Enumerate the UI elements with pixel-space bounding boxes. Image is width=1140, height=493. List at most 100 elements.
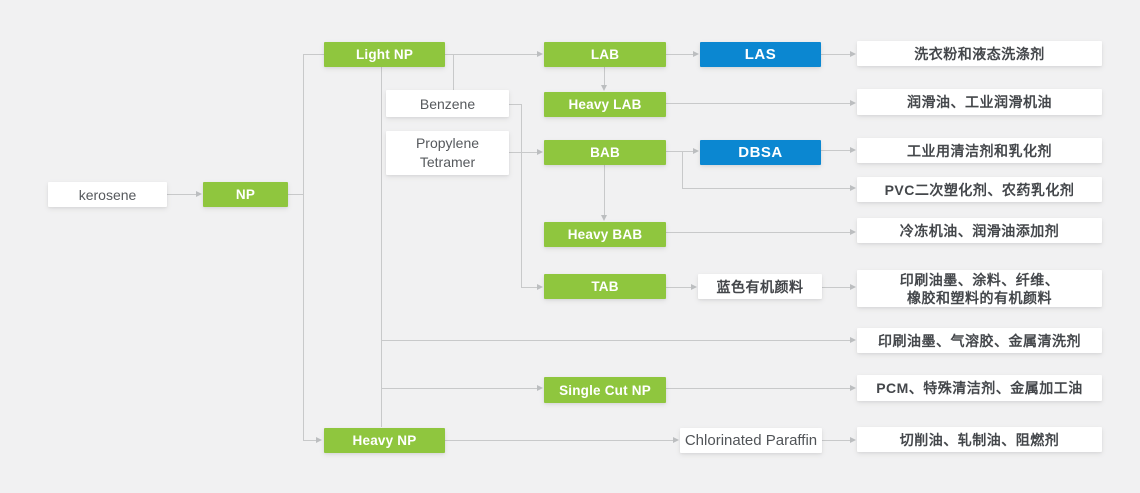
node-heavy-bab: Heavy BAB	[544, 222, 666, 247]
product-label: PCM、特殊清洁剂、金属加工油	[876, 380, 1083, 396]
node-heavy-lab: Heavy LAB	[544, 92, 666, 117]
arrow-into-heavylab	[601, 85, 607, 91]
arrow-into-chlorinated	[673, 437, 679, 443]
node-heavy-np-label: Heavy NP	[352, 433, 417, 448]
edge-np-lightnp-line	[303, 54, 324, 55]
arrow-into-product5	[850, 229, 856, 235]
arrow-into-pigment	[691, 284, 697, 290]
arrow-into-lab	[537, 51, 543, 57]
edge-benzene-out-line	[509, 104, 522, 105]
edge-lightnp-lab-line	[445, 54, 537, 55]
product-label: 工业用清洁剂和乳化剂	[907, 142, 1052, 159]
node-kerosene-label: kerosene	[78, 186, 137, 203]
node-lab-label: LAB	[590, 47, 620, 62]
arrow-into-product2	[850, 100, 856, 106]
node-np-label: NP	[235, 187, 256, 202]
node-kerosene: kerosene	[48, 182, 167, 207]
arrow-into-product6	[850, 284, 856, 290]
node-light-np-label: Light NP	[355, 47, 414, 62]
arrow-into-product3	[850, 147, 856, 153]
product-box-2: 润滑油、工业润滑机油	[857, 89, 1102, 115]
edge-dbsa-product3-line	[821, 150, 850, 151]
edge-benzene-lab-drop	[453, 54, 454, 90]
edge-pigment-product6-line	[822, 287, 850, 288]
edge-heavynp-chlorinated-line	[445, 440, 673, 441]
node-bab-label: BAB	[590, 145, 620, 160]
arrow-into-heavynp	[316, 437, 322, 443]
edge-singlecut-product8-line	[666, 388, 850, 389]
node-chlorinated-paraffin: Chlorinated Paraffin	[680, 428, 822, 453]
product-box-9: 切削油、轧制油、阻燃剂	[857, 427, 1102, 452]
node-bab: BAB	[544, 140, 666, 165]
edge-lightnp-bottom-vertical	[381, 67, 382, 427]
product-box-7: 印刷油墨、气溶胶、金属清洗剂	[857, 328, 1102, 353]
edge-np-heavynp-line	[303, 440, 317, 441]
product-label: 印刷油墨、气溶胶、金属清洗剂	[878, 332, 1081, 349]
node-las: LAS	[700, 42, 821, 67]
arrow-into-tab	[537, 284, 543, 290]
product-label: 印刷油墨、涂料、纤维、橡胶和塑料的有机颜料	[900, 271, 1060, 307]
node-single-cut-np: Single Cut NP	[544, 377, 666, 403]
arrow-into-product8	[850, 385, 856, 391]
node-np: NP	[203, 182, 288, 207]
arrow-into-product1	[850, 51, 856, 57]
product-box-1: 洗衣粉和液态洗涤剂	[857, 41, 1102, 66]
edge-heavylab-product2-line	[666, 103, 850, 104]
arrow-into-bab	[537, 149, 543, 155]
node-heavy-np: Heavy NP	[324, 428, 445, 453]
node-tab: TAB	[544, 274, 666, 299]
edge-np-main-vertical	[303, 54, 304, 441]
node-light-np: Light NP	[324, 42, 445, 67]
node-chlorinated-paraffin-label: Chlorinated Paraffin	[684, 432, 818, 449]
product-label: 洗衣粉和液态洗涤剂	[914, 45, 1045, 62]
product-box-6: 印刷油墨、涂料、纤维、橡胶和塑料的有机颜料	[857, 270, 1102, 307]
product-label: 冷冻机油、润滑油添加剂	[899, 222, 1060, 239]
product-label: PVC二次塑化剂、农药乳化剂	[884, 181, 1075, 198]
node-blue-pigment-label: 蓝色有机颜料	[716, 278, 804, 295]
edge-las-product1-line	[821, 54, 850, 55]
edge-kerosene-np-line	[167, 194, 196, 195]
edge-bab-product4-drop	[682, 151, 683, 188]
edge-lightnp-singlecut-line	[381, 388, 537, 389]
edge-bab-heavybab-line	[604, 165, 605, 215]
edge-tab-pigment-line	[666, 287, 691, 288]
edge-chlorinated-product9-line	[822, 440, 850, 441]
arrow-into-np	[196, 191, 202, 197]
edge-bab-dbsa-line	[666, 151, 693, 152]
node-lab: LAB	[544, 42, 666, 67]
arrow-into-dbsa	[693, 148, 699, 154]
product-box-3: 工业用清洁剂和乳化剂	[857, 138, 1102, 163]
edge-np-junction-line	[288, 194, 304, 195]
node-benzene: Benzene	[386, 90, 509, 117]
edge-heavybab-product5-line	[666, 232, 850, 233]
node-benzene-label: Benzene	[419, 95, 476, 112]
node-propylene-tetramer: Propylene Tetramer	[386, 131, 509, 175]
edge-propylene-bab-line	[509, 152, 537, 153]
arrow-into-singlecut	[537, 385, 543, 391]
node-tab-label: TAB	[591, 279, 619, 294]
node-heavy-lab-label: Heavy LAB	[568, 97, 642, 112]
node-dbsa: DBSA	[700, 140, 821, 165]
product-label: 切削油、轧制油、阻燃剂	[899, 431, 1060, 448]
node-blue-pigment: 蓝色有机颜料	[698, 274, 822, 299]
edge-benzene-vertical	[521, 104, 522, 288]
node-single-cut-np-label: Single Cut NP	[559, 382, 651, 398]
edge-lightnp-product7-line	[381, 340, 850, 341]
arrow-into-product4	[850, 185, 856, 191]
edge-bab-product4-line	[682, 188, 850, 189]
product-label: 润滑油、工业润滑机油	[907, 94, 1052, 110]
product-box-8: PCM、特殊清洁剂、金属加工油	[857, 375, 1102, 401]
edge-lab-las-line	[666, 54, 693, 55]
edge-lab-heavylab-line	[604, 67, 605, 85]
product-label-line2: 橡胶和塑料的有机颜料	[907, 289, 1052, 306]
node-heavy-bab-label: Heavy BAB	[567, 227, 643, 242]
arrow-into-product7	[850, 337, 856, 343]
product-label-line1: 印刷油墨、涂料、纤维、	[899, 271, 1060, 288]
product-box-5: 冷冻机油、润滑油添加剂	[857, 218, 1102, 243]
arrow-into-las	[693, 51, 699, 57]
product-box-4: PVC二次塑化剂、农药乳化剂	[857, 177, 1102, 202]
node-propylene-tetramer-label: Propylene Tetramer	[415, 135, 480, 170]
arrow-into-product9	[850, 437, 856, 443]
node-las-label: LAS	[744, 46, 777, 63]
arrow-into-heavybab	[601, 215, 607, 221]
